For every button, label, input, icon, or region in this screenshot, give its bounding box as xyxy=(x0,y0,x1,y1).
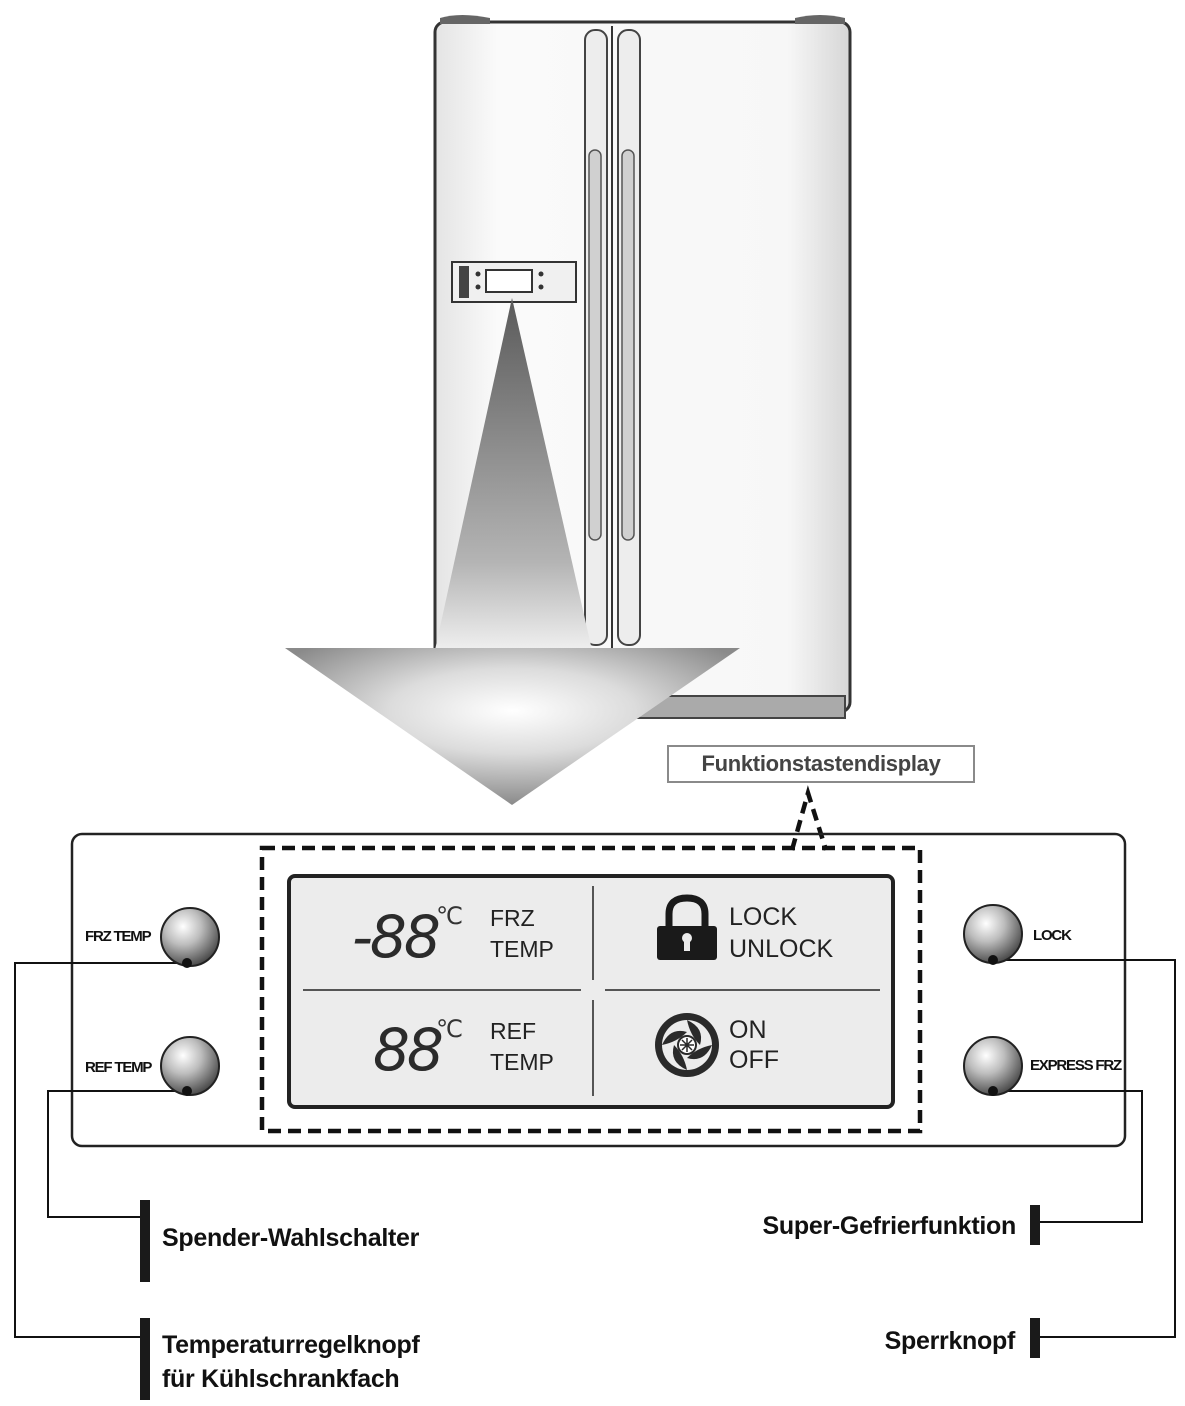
zoom-beam xyxy=(435,298,592,650)
power-status-line2: OFF xyxy=(729,1046,779,1074)
frz-degree-unit: ℃ xyxy=(436,903,463,930)
ref-label-line2: TEMP xyxy=(490,1049,554,1075)
frz-temp-button[interactable] xyxy=(160,907,220,969)
lock-status-line1: LOCK xyxy=(729,903,798,931)
frz-temp-readout: -88 xyxy=(352,903,441,971)
lock-knob-icon xyxy=(963,904,1023,965)
ref-temp-readout: 88 xyxy=(373,1016,444,1084)
ref-temp-button-label: REF TEMP xyxy=(85,1059,152,1076)
frz-temp-button-label: FRZ TEMP xyxy=(85,928,152,945)
express-frz-knob-icon xyxy=(963,1036,1023,1096)
express-frz-button[interactable] xyxy=(963,1036,1023,1098)
ref-temp-button[interactable] xyxy=(160,1036,220,1098)
lcd-display xyxy=(287,874,895,1109)
callout-connector xyxy=(789,785,829,851)
lock-button-marker xyxy=(1030,1318,1040,1358)
temp-knob-marker xyxy=(140,1318,150,1400)
ref-temp-knob-icon xyxy=(160,1036,220,1096)
lock-button-label-desc: Sperrknopf xyxy=(884,1327,1016,1355)
dispenser-label: Spender-Wahlschalter xyxy=(162,1224,420,1252)
frz-label-line1: FRZ xyxy=(490,905,535,931)
control-panel-outline xyxy=(70,832,1127,1148)
padlock-icon xyxy=(657,894,717,960)
lock-status-line2: UNLOCK xyxy=(729,935,834,963)
lock-button[interactable] xyxy=(963,904,1023,966)
lock-button-label: LOCK xyxy=(1033,927,1072,944)
super-freeze-marker xyxy=(1030,1205,1040,1245)
fan-icon xyxy=(655,1013,719,1077)
frz-label-line2: TEMP xyxy=(490,936,554,962)
display-dashed-frame xyxy=(259,845,923,1134)
leader-lines xyxy=(14,959,1176,1338)
down-arrow-icon xyxy=(285,648,740,805)
ref-degree-unit: ℃ xyxy=(436,1016,463,1043)
frz-temp-knob-icon xyxy=(160,907,220,968)
temp-knob-label-line2: für Kühlschrankfach xyxy=(162,1365,400,1393)
express-frz-button-label: EXPRESS FRZ xyxy=(1030,1057,1122,1074)
super-freeze-label: Super-Gefrierfunktion xyxy=(762,1212,1017,1240)
dispenser-marker xyxy=(140,1200,150,1282)
temp-knob-label-line1: Temperaturregelknopf xyxy=(162,1331,420,1359)
ref-label-line1: REF xyxy=(490,1018,536,1044)
callout-title: Funktionstastendisplay xyxy=(701,751,941,776)
power-status-line1: ON xyxy=(729,1016,767,1044)
callout-label: Funktionstastendisplay xyxy=(667,745,975,783)
